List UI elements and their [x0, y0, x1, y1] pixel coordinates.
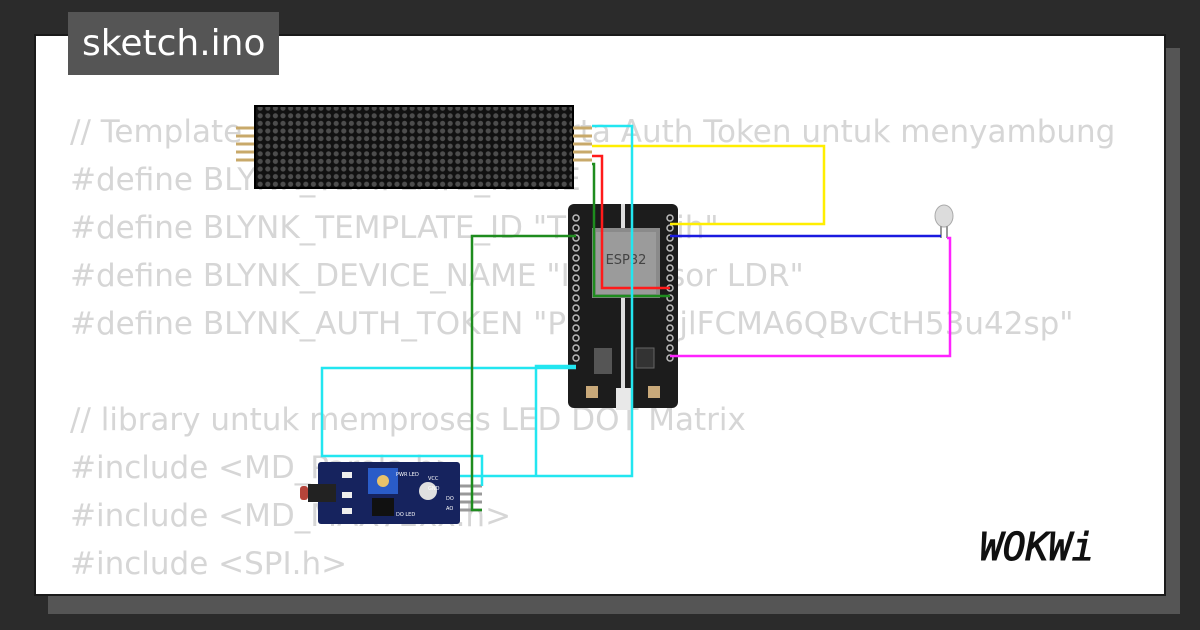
esp32-label: ESP32 — [606, 253, 647, 268]
circuit-diagram: ESP32 — [236, 105, 954, 524]
code-line: #include <SPI.h> — [70, 546, 348, 582]
ldr-led-label: DO LED — [396, 512, 415, 518]
ldr-sensor-module[interactable]: DO LED PWR LED VCC GND DO AO — [300, 462, 482, 524]
ldr-pin-label: VCC — [428, 476, 439, 482]
file-tab[interactable]: sketch.ino — [68, 12, 280, 75]
wokwi-logo-text: WOKWi — [980, 525, 1094, 569]
matrix-left-pins — [236, 126, 256, 162]
wire-cyan — [320, 366, 576, 486]
esp32-board[interactable]: ESP32 — [568, 204, 678, 410]
wire-cyan — [460, 124, 634, 478]
matrix-right-pins — [573, 126, 592, 162]
wokwi-logo: WOKWi — [980, 525, 1095, 570]
led-component[interactable] — [934, 204, 954, 238]
wire-red — [592, 154, 670, 290]
file-tab-title: sketch.ino — [82, 23, 266, 64]
ldr-led-label: PWR LED — [396, 472, 419, 478]
led-dot-matrix[interactable] — [236, 105, 592, 189]
wires — [320, 124, 952, 512]
wire-magenta — [670, 236, 952, 358]
ldr-pin-label: AO — [446, 506, 453, 512]
esp32-left-pins — [572, 214, 580, 362]
ldr-pin-label: GND — [428, 486, 440, 492]
ldr-pin-label: DO — [446, 496, 454, 502]
wire-green — [470, 234, 576, 512]
wire-cyan — [534, 364, 576, 476]
wire-yellow — [592, 144, 826, 226]
preview-card: // Template ID, Device Name, serta Auth … — [34, 34, 1166, 596]
